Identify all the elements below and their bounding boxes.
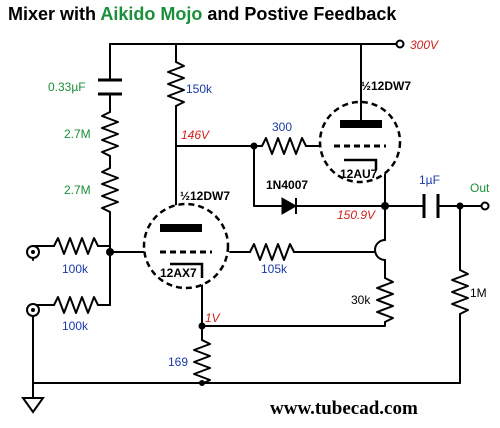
wires (32, 43, 483, 399)
diode-1n4007 (281, 197, 298, 215)
resistor-169 (193, 339, 211, 385)
resistor-300 (261, 137, 307, 155)
resistor-105k (249, 243, 295, 261)
capacitor-0-33uf (98, 78, 122, 96)
resistor-2-7m-b (101, 167, 119, 213)
junction-dots (106, 142, 464, 386)
label-res-300: 300 (272, 120, 292, 134)
label-res-169: 169 (168, 355, 188, 369)
label-res-27b: 2.7M (64, 183, 91, 197)
capacitor-1uf (422, 194, 440, 218)
output-terminal (480, 201, 490, 211)
supply-terminal (395, 39, 405, 49)
label-cap-out: 1µF (419, 173, 440, 187)
resistor-30k (376, 277, 394, 323)
label-diode: 1N4007 (266, 178, 308, 192)
title-part1: Mixer with (8, 4, 101, 24)
label-out: Out (470, 181, 490, 195)
resistor-2-7m-a (101, 111, 119, 157)
label-node-1509: 150.9V (337, 208, 376, 222)
label-res-in2: 100k (62, 319, 89, 333)
tube-top (318, 100, 402, 184)
capacitors (98, 78, 440, 218)
label-res-30k: 30k (351, 293, 371, 307)
diagram-title: Mixer with Aikido Mojo and Postive Feedb… (8, 4, 396, 25)
title-part2: and Postive Feedback (202, 4, 397, 24)
label-tube-bottom: ½12DW7 (180, 189, 230, 203)
wire-30k-bottom (201, 321, 386, 327)
ground-icon (21, 397, 45, 414)
wire-crossover (374, 239, 386, 261)
label-cap-top: 0.33µF (48, 80, 86, 94)
resistor-in1 (53, 237, 99, 255)
label-node-146: 146V (181, 128, 210, 142)
label-res-150k: 150k (186, 82, 213, 96)
resistor-in2 (53, 296, 99, 314)
resistor-1m (451, 269, 469, 315)
tube-bottom (142, 202, 230, 290)
resistor-150k (167, 61, 185, 107)
label-supply: 300V (410, 38, 439, 52)
label-res-1m: 1M (470, 286, 487, 300)
title-highlight: Aikido Mojo (100, 4, 203, 24)
label-tube-top: ½12DW7 (361, 79, 411, 93)
label-node-1v: 1V (205, 311, 221, 325)
wire-diode-in (253, 145, 283, 207)
label-res-105k: 105k (261, 262, 288, 276)
label-tube-top-type: 12AU7 (340, 167, 378, 181)
input-jacks (26, 245, 40, 317)
label-tube-bottom-type: 12AX7 (160, 266, 197, 280)
label-res-27a: 2.7M (64, 127, 91, 141)
footer-url: www.tubecad.com (270, 398, 418, 419)
label-res-in1: 100k (62, 262, 89, 276)
